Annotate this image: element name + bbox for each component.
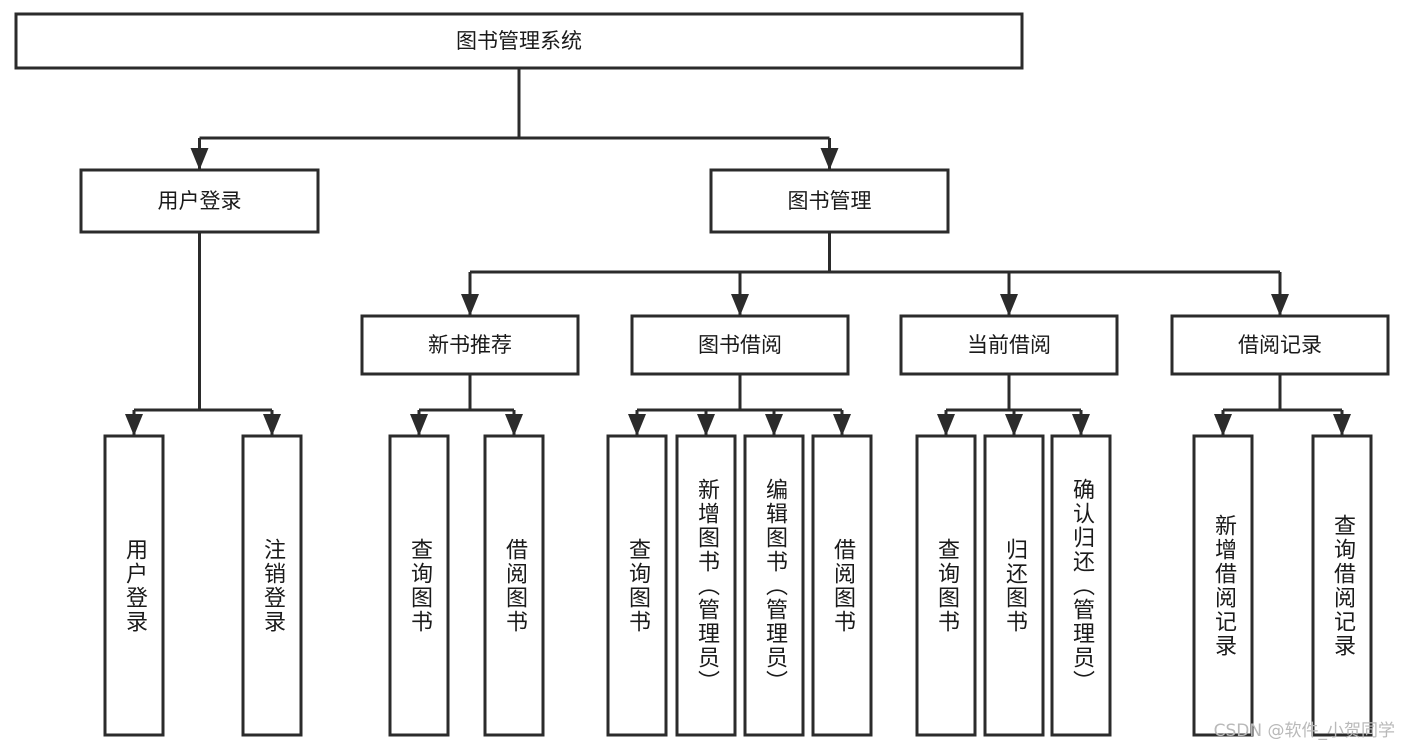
- node-root-label: 图书管理系统: [456, 29, 582, 53]
- arrow-head-icon: [1214, 414, 1232, 436]
- node-leaf-borrow-lend[interactable]: [811, 434, 873, 737]
- node-leaf-borrow-edit[interactable]: [743, 434, 805, 737]
- node-leaf-borrow-add[interactable]: [675, 434, 737, 737]
- node-book-borrow-label: 图书借阅: [698, 333, 782, 357]
- node-user-login[interactable]: [79, 168, 320, 234]
- node-leaf-record-add[interactable]: [1192, 434, 1254, 737]
- arrow-head-icon: [1072, 414, 1090, 436]
- watermark-text: CSDN @软件_小贺同学: [1213, 721, 1395, 741]
- node-leaf-borrow-query[interactable]: [606, 434, 668, 737]
- arrow-head-icon: [1333, 414, 1351, 436]
- arrow-head-icon: [505, 414, 523, 436]
- node-leaf-current-query[interactable]: [915, 434, 977, 737]
- arrow-head-icon: [937, 414, 955, 436]
- node-leaf-current-return[interactable]: [983, 434, 1045, 737]
- node-loan-records-label: 借阅记录: [1238, 333, 1322, 357]
- arrow-head-icon: [190, 148, 209, 170]
- node-root[interactable]: [14, 12, 1024, 70]
- node-current-loans-label: 当前借阅: [967, 333, 1051, 357]
- arrow-head-icon: [765, 414, 783, 436]
- node-book-manage[interactable]: [709, 168, 950, 234]
- arrow-head-icon: [1005, 414, 1023, 436]
- arrow-head-icon: [820, 148, 839, 170]
- arrow-head-icon: [1000, 294, 1018, 316]
- connectors-layer: [125, 68, 1351, 436]
- node-leaf-record-query[interactable]: [1311, 434, 1373, 737]
- arrow-head-icon: [461, 294, 479, 316]
- node-leaf-rec-borrow[interactable]: [483, 434, 545, 737]
- arrow-head-icon: [628, 414, 646, 436]
- arrow-head-icon: [410, 414, 428, 436]
- node-book-manage-label: 图书管理: [788, 189, 872, 213]
- node-new-book-rec-label: 新书推荐: [428, 333, 512, 357]
- node-new-book-rec[interactable]: [360, 314, 580, 376]
- node-leaf-user-login[interactable]: [103, 434, 165, 737]
- arrow-head-icon: [697, 414, 715, 436]
- boxes-layer: [14, 12, 1390, 737]
- node-current-loans[interactable]: [899, 314, 1119, 376]
- arrow-head-icon: [263, 414, 281, 436]
- arrow-head-icon: [731, 294, 749, 316]
- arrow-head-icon: [1271, 294, 1289, 316]
- node-leaf-current-confirm[interactable]: [1050, 434, 1112, 737]
- node-leaf-rec-query[interactable]: [388, 434, 450, 737]
- node-loan-records[interactable]: [1170, 314, 1390, 376]
- node-book-borrow[interactable]: [630, 314, 850, 376]
- node-user-login-label: 用户登录: [158, 189, 242, 213]
- arrow-head-icon: [833, 414, 851, 436]
- node-leaf-user-logout[interactable]: [241, 434, 303, 737]
- arrow-head-icon: [125, 414, 143, 436]
